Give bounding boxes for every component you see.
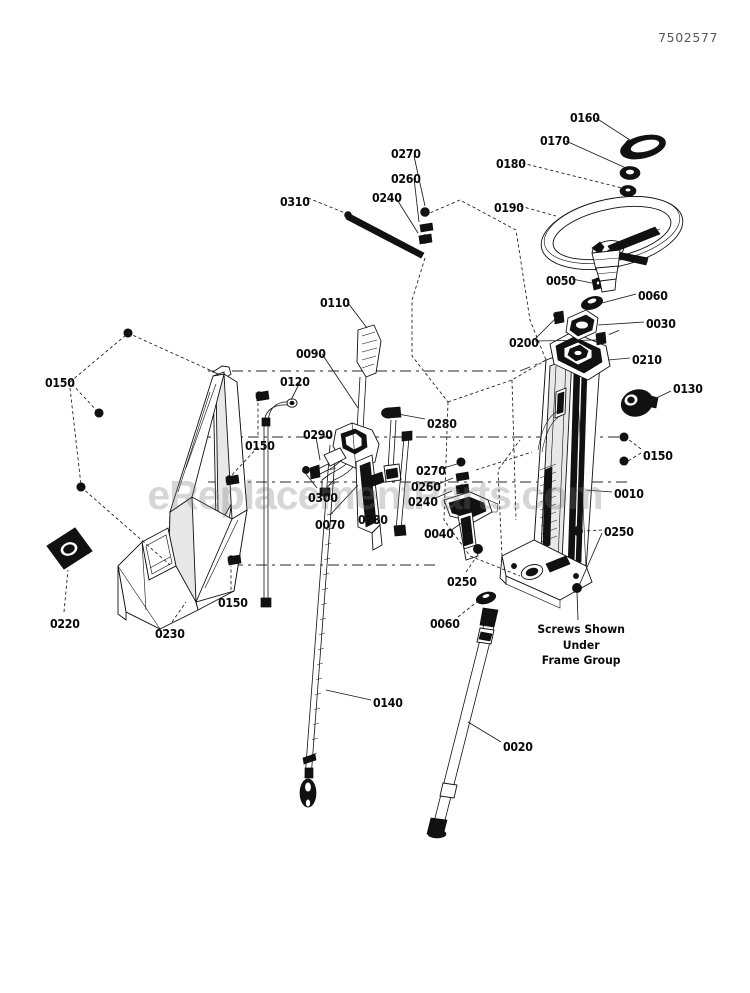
callout-0060-upper[interactable]: 0060	[638, 289, 668, 303]
callout-0120[interactable]: 0120	[280, 375, 310, 389]
part-number-label: 7502577	[658, 30, 718, 45]
pivot-arm-part	[443, 457, 499, 561]
bearing-0030-part	[553, 309, 607, 346]
callout-0050[interactable]: 0050	[546, 274, 576, 288]
grommet-part	[46, 527, 93, 570]
callout-0210[interactable]: 0210	[632, 353, 662, 367]
callout-0160[interactable]: 0160	[570, 111, 600, 125]
callout-0280-lower[interactable]: 0280	[358, 513, 388, 527]
callout-0250-right[interactable]: 0250	[604, 525, 634, 539]
callout-0300[interactable]: 0300	[308, 491, 338, 505]
bushing-0060-upper	[581, 296, 603, 310]
upper-cover-part	[549, 331, 611, 381]
callout-0200[interactable]: 0200	[509, 336, 539, 350]
knob-0130-part	[620, 389, 659, 417]
rod-0120-part	[260, 398, 298, 608]
top-fasteners	[619, 134, 666, 197]
screws-0150	[76, 328, 629, 566]
callout-0260-lower[interactable]: 0260	[411, 480, 441, 494]
callout-0150-left[interactable]: 0150	[45, 376, 75, 390]
callout-0250-left[interactable]: 0250	[447, 575, 477, 589]
callout-0180[interactable]: 0180	[496, 157, 526, 171]
callout-0150-mid[interactable]: 0150	[245, 439, 275, 453]
callout-0170[interactable]: 0170	[540, 134, 570, 148]
screws-0250	[473, 526, 583, 593]
callout-0270[interactable]: 0270	[391, 147, 421, 161]
callout-0240[interactable]: 0240	[372, 191, 402, 205]
callout-0030[interactable]: 0030	[646, 317, 676, 331]
callout-0090[interactable]: 0090	[296, 347, 326, 361]
callout-0130[interactable]: 0130	[673, 382, 703, 396]
callout-0240-lower[interactable]: 0240	[408, 495, 438, 509]
frame-group-note: Screws Shown Under Frame Group	[537, 622, 625, 668]
callout-0190[interactable]: 0190	[494, 201, 524, 215]
callout-0040[interactable]: 0040	[424, 527, 454, 541]
callout-0290[interactable]: 0290	[303, 428, 333, 442]
callout-0140[interactable]: 0140	[373, 696, 403, 710]
console-cover-part	[117, 365, 248, 630]
steering-column-part	[443, 349, 601, 609]
callout-0020[interactable]: 0020	[503, 740, 533, 754]
callout-0260[interactable]: 0260	[391, 172, 421, 186]
callout-0150-bottom[interactable]: 0150	[218, 596, 248, 610]
callout-0110[interactable]: 0110	[320, 296, 350, 310]
callout-0310[interactable]: 0310	[280, 195, 310, 209]
clip-0050-part	[591, 275, 609, 291]
callout-0070[interactable]: 0070	[315, 518, 345, 532]
callout-0280-upper[interactable]: 0280	[427, 417, 457, 431]
callout-0150-right[interactable]: 0150	[643, 449, 673, 463]
callout-0060-lower[interactable]: 0060	[430, 617, 460, 631]
callout-0010[interactable]: 0010	[614, 487, 644, 501]
lever-assembly	[319, 324, 382, 497]
callout-0270-lower[interactable]: 0270	[416, 464, 446, 478]
callout-0220[interactable]: 0220	[50, 617, 80, 631]
rod-link-0310-part	[344, 199, 547, 403]
callout-0230[interactable]: 0230	[155, 627, 185, 641]
